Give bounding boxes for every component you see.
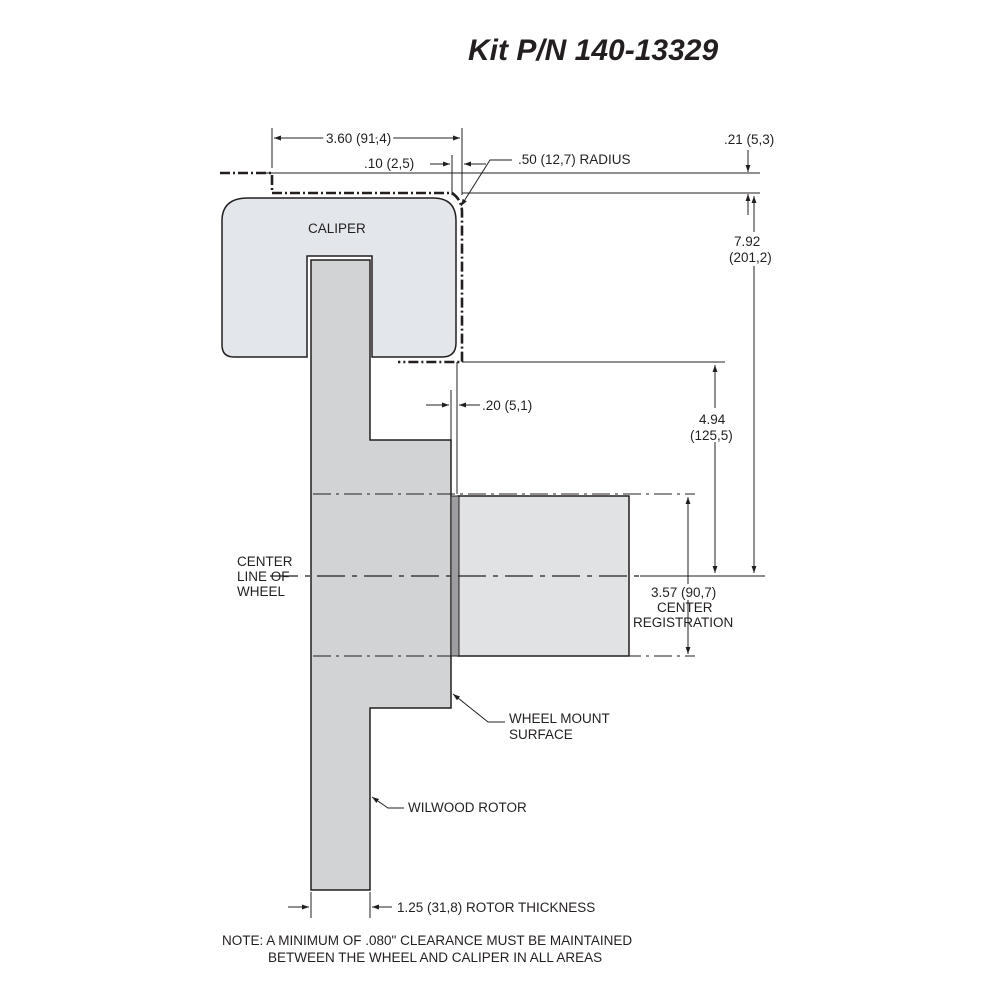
- rotor-leader: [371, 796, 404, 809]
- caliper-clearance-envelope: [220, 171, 464, 364]
- dim-label-357-line2: CENTER: [657, 600, 713, 615]
- dim-label-thickness: 1.25 (31,8) ROTOR THICKNESS: [397, 900, 595, 915]
- caliper: [221, 197, 457, 358]
- center-line-label-3: WHEEL: [237, 584, 286, 599]
- rotor-label: WILWOOD ROTOR: [408, 800, 527, 815]
- caliper-label: CALIPER: [308, 221, 366, 236]
- dim-label-021: .21 (5,3): [724, 132, 774, 147]
- wheel-mount-label-1: WHEEL MOUNT: [509, 711, 610, 726]
- dim-label-494-line2: (125,5): [690, 428, 733, 443]
- dim-label-010: .10 (2,5): [364, 156, 414, 171]
- dim-label-357-line3: REGISTRATION: [633, 615, 733, 630]
- center-line-label-2: LINE OF: [237, 569, 290, 584]
- dim-label-792-line1: 7.92: [734, 234, 760, 249]
- wheel-mount-surface: [450, 495, 460, 657]
- dim-label-360: 3.60 (91,4): [326, 131, 391, 146]
- dim-label-792-bg: [726, 232, 782, 266]
- wheel-mount-leader: [452, 693, 505, 723]
- dim-label-494-bg: [686, 408, 744, 442]
- wheel-mount-label-2: SURFACE: [509, 727, 573, 742]
- note-line-2: BETWEEN THE WHEEL AND CALIPER IN ALL ARE…: [268, 950, 602, 965]
- dim-label-radius: .50 (12,7) RADIUS: [518, 152, 631, 167]
- dim-label-357-bg: [648, 584, 732, 600]
- wilwood-rotor: [310, 259, 452, 891]
- dim-label-494-line1: 4.94: [699, 412, 726, 427]
- note-line-1: NOTE: A MINIMUM OF .080" CLEARANCE MUST …: [222, 933, 632, 948]
- dim-label-357-line1: 3.57 (90,7): [651, 585, 716, 600]
- dim-label-020: .20 (5,1): [482, 398, 532, 413]
- page-title: Kit P/N 140-13329: [468, 34, 718, 67]
- dim-label-792-line2: (201,2): [729, 250, 772, 265]
- radius-leader: [460, 159, 512, 207]
- center-line-label-1: CENTER: [237, 554, 293, 569]
